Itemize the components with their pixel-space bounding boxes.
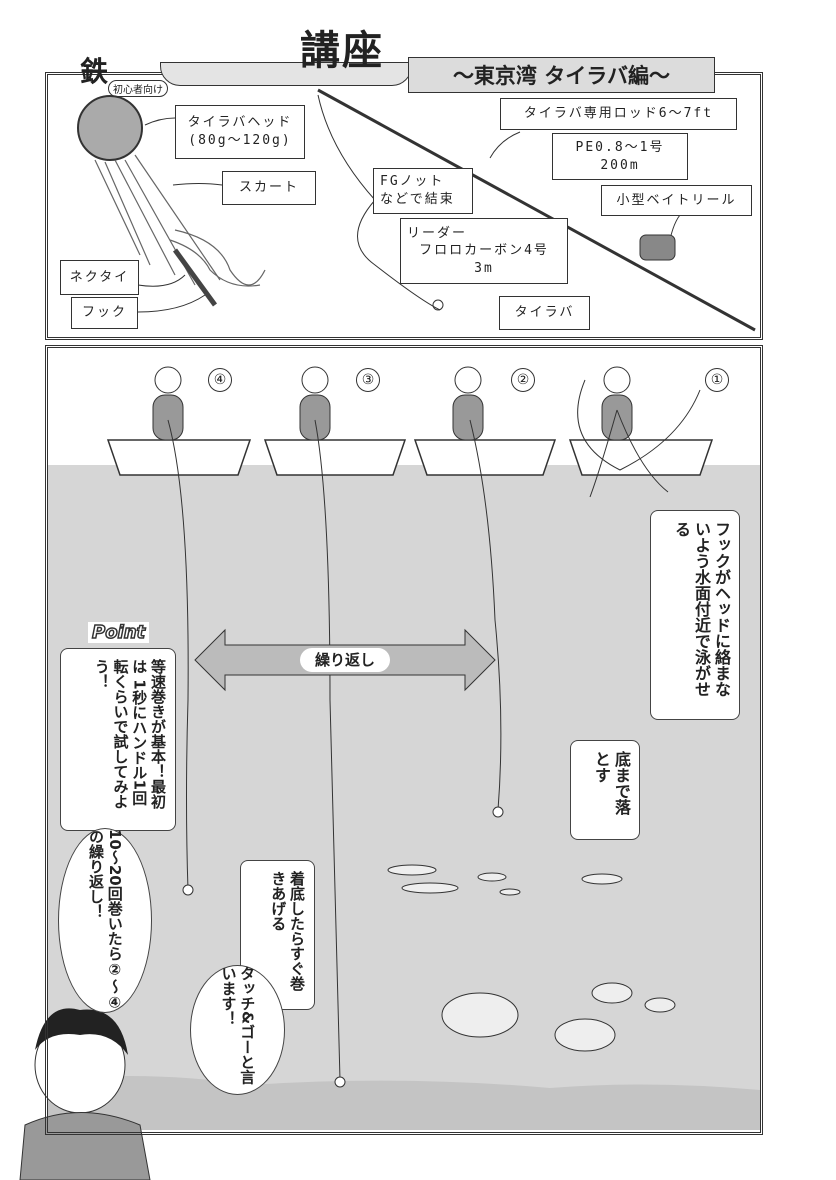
label-skirt: スカート <box>222 171 316 205</box>
step-number-3: ③ <box>356 368 380 392</box>
page-title: 講座 <box>300 28 384 74</box>
step-number-1: ① <box>705 368 729 392</box>
step1-note: フックがヘッドに絡まないよう水面付近で泳がせる <box>650 510 740 720</box>
process-panel <box>45 345 763 1135</box>
label-hook: フック <box>71 297 138 329</box>
point-note: 等速巻きが基本！最初は 1秒にハンドル1回転くらいで試してみよう！ <box>60 648 176 831</box>
reel-drawing <box>639 234 676 261</box>
step-number-2: ② <box>511 368 535 392</box>
beginner-badge: 初心者向け <box>108 80 168 97</box>
touch-and-go-speech-bubble: タッチ&ゴーと言います！ <box>190 965 285 1095</box>
label-head: タイラバヘッド(80g〜120g) <box>175 105 305 159</box>
label-tairaba: タイラバ <box>499 296 590 330</box>
repeat-speech-bubble: 10〜20回巻いたら②〜④の繰り返し！ <box>58 828 152 1013</box>
label-necktie: ネクタイ <box>60 260 139 295</box>
subtitle-ribbon: 〜東京湾 タイラバ編〜 <box>408 57 715 93</box>
title-left-fragment: 鉄 <box>80 55 109 88</box>
label-rod: タイラバ専用ロッド6〜7ft <box>500 98 737 130</box>
character-drawing <box>19 1008 151 1180</box>
repeat-label: 繰り返し <box>300 648 390 672</box>
step-number-4: ④ <box>208 368 232 392</box>
point-logo: Point <box>88 621 150 644</box>
label-reel: 小型ベイトリール <box>601 185 752 216</box>
step2-note: 底まで落とす <box>570 740 640 840</box>
tairaba-head-drawing <box>77 95 143 161</box>
label-knot: FGノットなどで結束 <box>373 168 473 214</box>
step3-note: 着底したらすぐ巻きあげる <box>240 860 315 1010</box>
